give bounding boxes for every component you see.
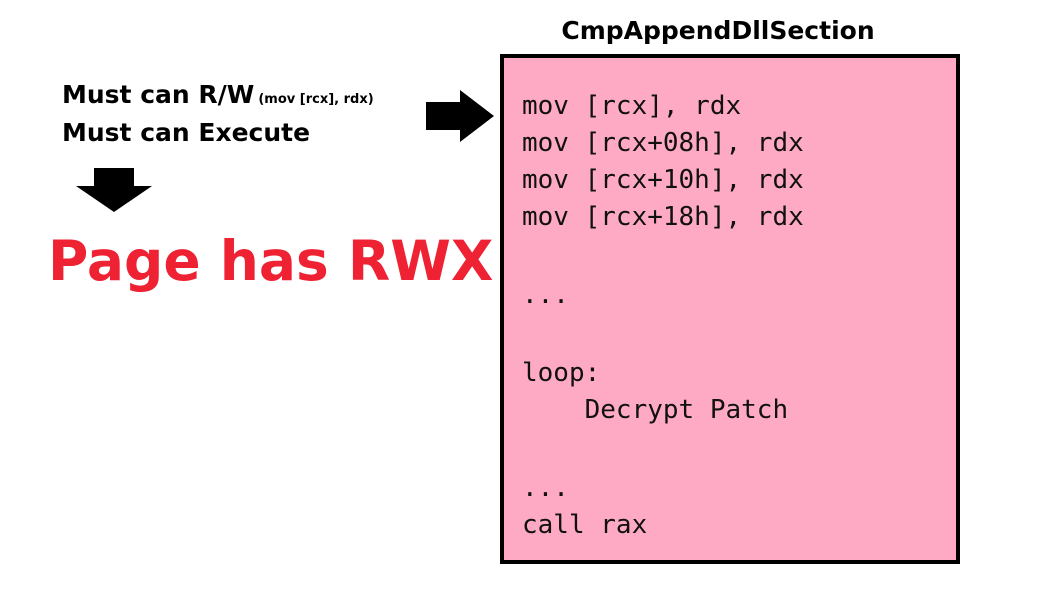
code-line: loop: bbox=[522, 358, 601, 388]
arrow-down-icon bbox=[76, 168, 152, 212]
code-line bbox=[522, 236, 804, 277]
code-line: Decrypt Patch bbox=[522, 395, 789, 425]
result-heading: Page has RWX! bbox=[48, 229, 519, 293]
requirement-execute: Must can Execute bbox=[62, 118, 311, 147]
code-line: ... bbox=[522, 280, 569, 310]
code-line: mov [rcx+18h], rdx bbox=[522, 202, 804, 232]
arrow-right-icon bbox=[426, 90, 494, 142]
code-line: mov [rcx], rdx bbox=[522, 91, 742, 121]
code-box: mov [rcx], rdx mov [rcx+08h], rdx mov [r… bbox=[500, 54, 960, 564]
code-line: mov [rcx+08h], rdx bbox=[522, 128, 804, 158]
requirement-read-write-label: Must can R/W bbox=[62, 80, 255, 109]
code-line: call rax bbox=[522, 510, 648, 540]
requirement-read-write: Must can R/W(mov [rcx], rdx) bbox=[62, 82, 374, 107]
function-title: CmpAppendDllSection bbox=[561, 16, 875, 45]
code-line: mov [rcx+10h], rdx bbox=[522, 165, 804, 195]
requirement-read-write-note: (mov [rcx], rdx) bbox=[258, 92, 374, 107]
code-line bbox=[522, 429, 804, 470]
code-line bbox=[522, 314, 804, 355]
code-listing: mov [rcx], rdx mov [rcx+08h], rdx mov [r… bbox=[522, 88, 804, 544]
code-line: ... bbox=[522, 473, 569, 503]
